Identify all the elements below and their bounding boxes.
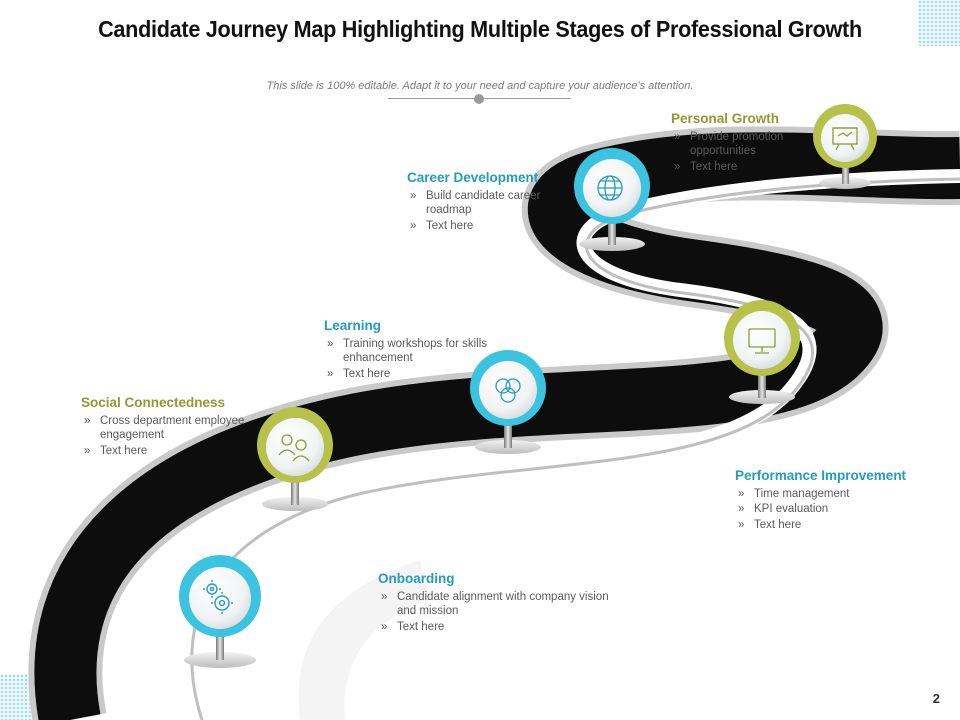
people-icon: [278, 434, 310, 462]
stage-social: Social Connectedness Cross department em…: [81, 395, 261, 459]
slide-title: Candidate Journey Map Highlighting Multi…: [98, 16, 862, 42]
stage-bullet: Training workshops for skills enhancemen…: [324, 337, 509, 366]
pin-career: [574, 148, 650, 251]
gears-icon: [203, 580, 233, 614]
pin-performance: [724, 300, 800, 404]
stage-bullet: Build candidate career roadmap: [407, 189, 567, 218]
pin-onboarding: [179, 555, 261, 668]
stage-career: Career Development Build candidate caree…: [407, 170, 567, 234]
globe-icon: [597, 175, 623, 201]
stage-bullet: Text here: [735, 518, 935, 533]
pin-social: [257, 407, 333, 511]
stage-heading: Social Connectedness: [81, 395, 226, 410]
subtitle-divider-dot: [474, 94, 484, 104]
stage-heading: Personal Growth: [671, 111, 780, 126]
stage-performance: Performance Improvement Time management …: [735, 468, 935, 533]
stage-heading: Learning: [324, 318, 382, 333]
pin-personal: [813, 104, 877, 189]
road-lane-stripe: [181, 169, 960, 720]
stage-bullet: Text here: [407, 219, 567, 234]
stage-bullet: KPI evaluation: [735, 502, 935, 517]
stage-onboarding: Onboarding Candidate alignment with comp…: [378, 571, 628, 635]
stage-bullet: Candidate alignment with company vision …: [378, 590, 628, 619]
stage-heading: Performance Improvement: [735, 468, 907, 483]
stage-personal: Personal Growth Provide promotion opport…: [671, 111, 811, 175]
page-number: 2: [932, 691, 940, 706]
stage-bullet: Time management: [735, 487, 935, 502]
stage-bullet: Provide promotion opportunities: [671, 130, 811, 159]
stage-learning: Learning Training workshops for skills e…: [324, 318, 509, 382]
stage-heading: Onboarding: [378, 571, 455, 586]
stage-bullet: Cross department employee engagement: [81, 414, 261, 443]
stage-bullet: Text here: [81, 444, 261, 459]
presentation-board-icon: [832, 127, 858, 151]
slide-subtitle: This slide is 100% editable. Adapt it to…: [266, 80, 694, 92]
corner-pattern-top-right: [918, 0, 960, 46]
stage-bullet: Text here: [378, 620, 628, 635]
stage-bullet: Text here: [671, 160, 811, 175]
stage-heading: Career Development: [407, 170, 539, 185]
monitor-icon: [748, 328, 776, 354]
stage-bullet: Text here: [324, 367, 509, 382]
